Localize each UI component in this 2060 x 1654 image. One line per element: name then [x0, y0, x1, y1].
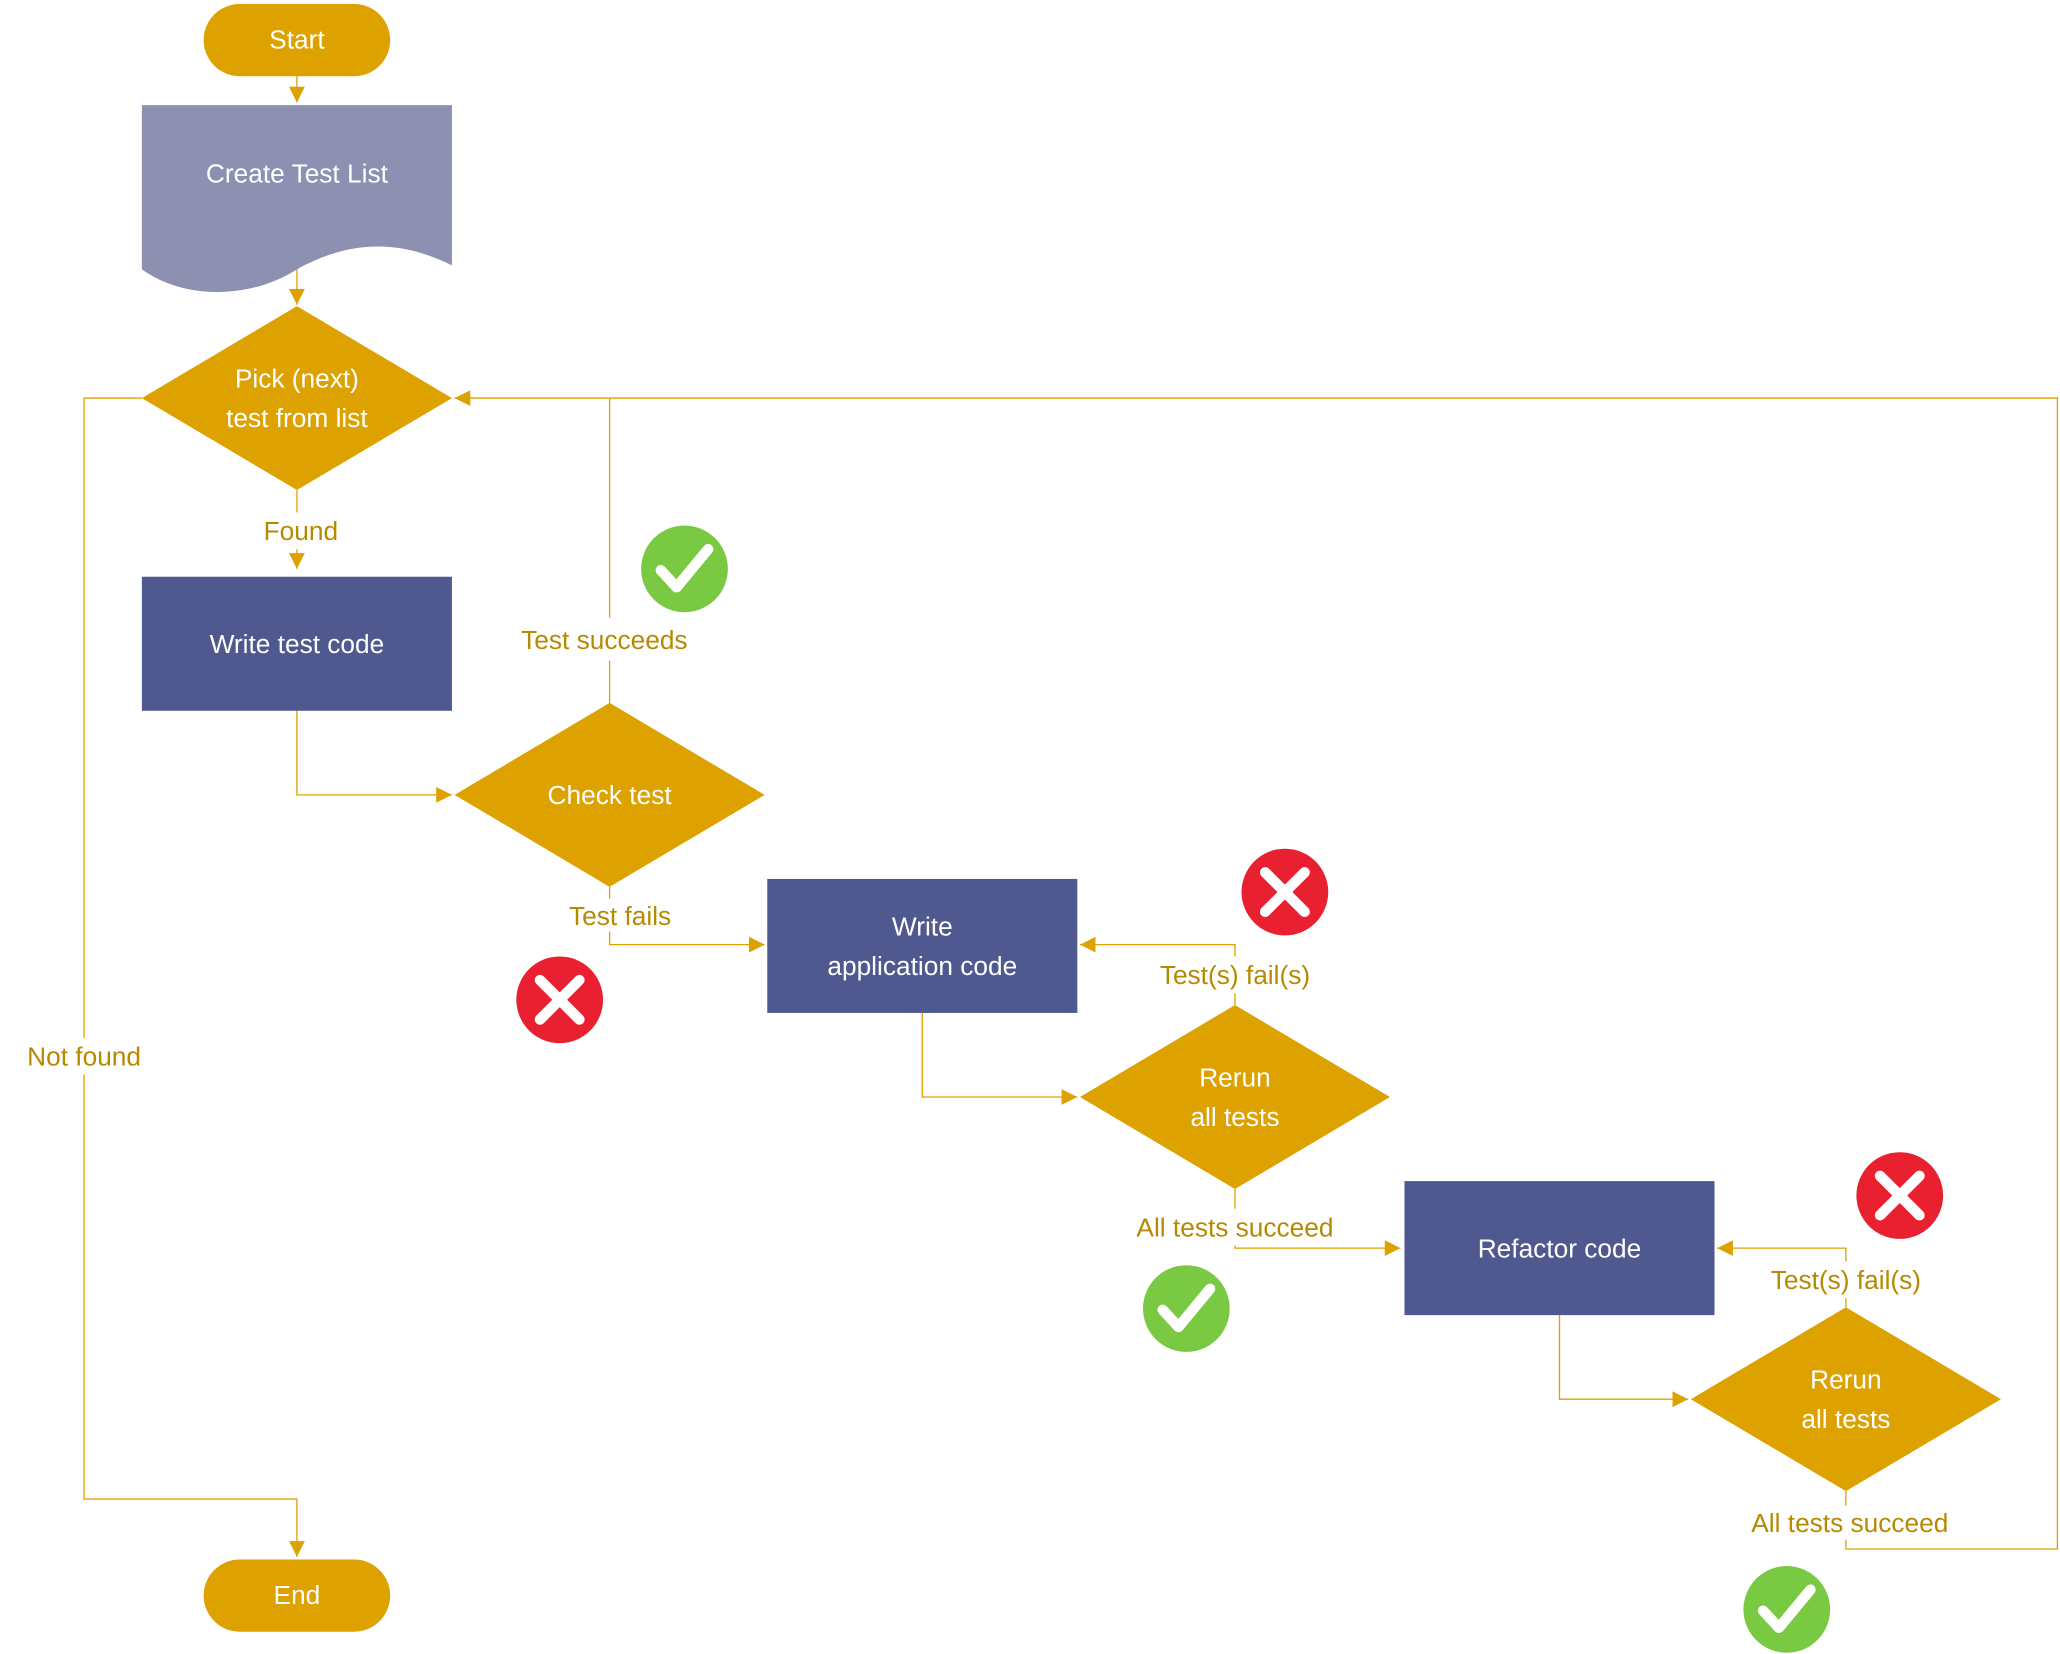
create-test-list-label: Create Test List	[206, 159, 389, 189]
edge-rerun2-success-to-pick	[609, 397, 2059, 1550]
start-node: Start	[203, 3, 391, 77]
pick-next-test-label-line2: test from list	[226, 403, 368, 433]
end-label: End	[274, 1580, 321, 1610]
rerun-all-tests-1-label-line2: all tests	[1190, 1102, 1279, 1132]
write-test-code-node: Write test code	[141, 576, 452, 711]
pick-next-test-node: Pick (next) test from list	[141, 306, 452, 491]
edge-label-not-found: Not found	[27, 1041, 141, 1071]
create-test-list-node: Create Test List	[141, 105, 452, 292]
edge-label-tests-fail-2: Test(s) fail(s)	[1771, 1265, 1921, 1295]
write-application-code-label-line1: Write	[892, 911, 953, 941]
rerun-all-tests-node-1: Rerun all tests	[1079, 1005, 1391, 1189]
edge-write-app-to-rerun1	[921, 1012, 1078, 1105]
check-test-node: Check test	[454, 702, 765, 887]
edge-not-found-upper	[83, 397, 142, 1038]
edge-check-fail-to-write-app	[608, 931, 765, 953]
write-application-code-node: Write application code	[767, 878, 1078, 1013]
edge-rerun2-fail-to-refactor	[1717, 1240, 1847, 1262]
rerun-all-tests-1-label-line1: Rerun	[1199, 1063, 1271, 1093]
check-circle-icon	[641, 525, 728, 613]
edge-label-all-succeed-1: All tests succeed	[1136, 1212, 1333, 1242]
pick-next-test-label-line1: Pick (next)	[235, 364, 359, 394]
end-node: End	[203, 1559, 391, 1632]
x-circle-icon	[1241, 848, 1329, 936]
edge-rerun1-success-to-refactor	[1234, 1240, 1401, 1256]
edge-not-found-to-end	[83, 1074, 305, 1557]
start-label: Start	[269, 25, 325, 55]
edge-write-test-to-check	[296, 710, 452, 803]
edge-rerun1-fail-to-write-app	[1079, 936, 1236, 957]
check-circle-icon	[1743, 1566, 1831, 1653]
check-circle-icon	[1143, 1265, 1230, 1352]
rerun-all-tests-2-label-line1: Rerun	[1810, 1365, 1882, 1395]
edge-check-success-to-pick-upper	[454, 390, 611, 618]
connectors	[83, 76, 2059, 1557]
edge-label-tests-fail-1: Test(s) fail(s)	[1160, 960, 1310, 990]
refactor-code-node: Refactor code	[1404, 1181, 1715, 1316]
edge-label-test-succeeds: Test succeeds	[521, 625, 687, 655]
rerun-all-tests-node-2: Rerun all tests	[1690, 1307, 2001, 1492]
x-circle-icon	[1856, 1152, 1944, 1239]
write-application-code-label-line2: application code	[827, 951, 1017, 981]
edge-label-found: Found	[264, 516, 338, 546]
rerun-all-tests-2-label-line2: all tests	[1801, 1404, 1890, 1434]
write-test-code-label: Write test code	[210, 629, 385, 659]
x-circle-icon	[516, 956, 604, 1044]
edge-refactor-to-rerun2	[1558, 1315, 1689, 1408]
edge-label-all-succeed-2: All tests succeed	[1751, 1508, 1948, 1538]
check-test-label: Check test	[548, 780, 673, 810]
refactor-code-label: Refactor code	[1478, 1233, 1642, 1263]
edge-label-test-fails: Test fails	[569, 901, 671, 931]
